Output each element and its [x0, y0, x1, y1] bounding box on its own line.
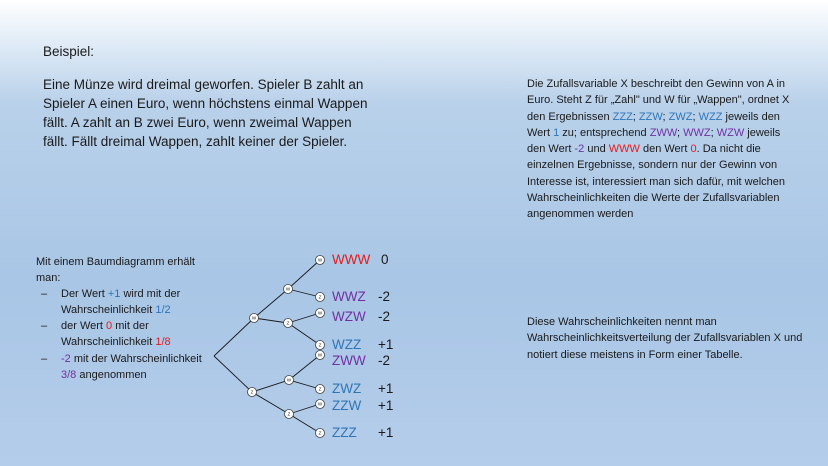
leaf-value: +1 [378, 398, 394, 413]
node-w: W [315, 255, 325, 265]
leaf-value: +1 [378, 381, 394, 396]
value-one: 1 [553, 126, 560, 139]
random-variable-description: Die Zufallsvariable X beschreibt den Gew… [527, 76, 799, 223]
summary-item-minus-two: –-2 mit der Wahrscheinlichkeit 3/8 angen… [36, 351, 211, 383]
node-z: Z [284, 409, 294, 419]
value-plus-one: +1 [107, 288, 121, 301]
outcome-zzz: ZZZ [612, 110, 633, 123]
text-part: angenommen [76, 368, 147, 381]
node-z: Z [315, 428, 325, 438]
leaf-label-zww: ZWW [332, 353, 366, 368]
text-part: . Da nicht die einzelnen Ergebnisse, son… [527, 143, 785, 221]
svg-text:W: W [318, 258, 323, 263]
svg-text:Z: Z [251, 390, 254, 395]
svg-text:W: W [318, 353, 323, 358]
text-part: Der Wert [61, 288, 108, 301]
summary-item-plus-one: –Der Wert +1 wird mit der Wahrscheinlich… [36, 286, 211, 318]
separator: ; [710, 126, 717, 139]
separator: ; [692, 110, 699, 123]
separator: ; [662, 110, 669, 123]
text-part: zu; entsprechend [559, 126, 650, 139]
svg-text:W: W [252, 316, 257, 321]
text-part: und [584, 143, 609, 156]
outcome-zzw: ZZW [638, 110, 663, 123]
separator: ; [632, 110, 639, 123]
svg-text:W: W [318, 402, 323, 407]
svg-text:W: W [287, 378, 292, 383]
text-part: jeweils den Wert [527, 110, 780, 139]
separator: ; [677, 126, 684, 139]
intro-paragraph: Eine Münze wird dreimal geworfen. Spiele… [43, 77, 368, 149]
outcome-zwz: ZWZ [668, 110, 693, 123]
svg-text:Z: Z [319, 431, 322, 436]
tree-summary: Mit einem Baumdiagramm erhält man: –Der … [36, 254, 211, 383]
node-w: W [315, 350, 325, 360]
leaf-label-wzw: WZW [332, 309, 366, 324]
dash-bullet: – [41, 352, 48, 365]
node-w: W [284, 375, 294, 385]
value-zero: 0 [690, 143, 697, 156]
node-w: W [283, 284, 293, 294]
text-part: jeweils den Wert [527, 126, 781, 156]
tree-summary-lead: Mit einem Baumdiagramm erhält man: [36, 256, 195, 285]
outcome-wwz: WWZ [683, 126, 711, 139]
text-part: Die Zufallsvariable X beschreibt den Gew… [527, 78, 790, 123]
leaf-value: -2 [378, 289, 391, 304]
probability-eighth: 1/8 [155, 336, 171, 349]
summary-item-zero: –der Wert 0 mit der Wahrscheinlichkeit 1… [36, 318, 211, 350]
text-part: mit der Wahrscheinlichkeit [70, 352, 202, 365]
probability-three-eighths: 3/8 [61, 368, 77, 381]
leaf-label-zzw: ZZW [332, 398, 362, 413]
probability-half: 1/2 [155, 304, 171, 317]
node-z: Z [315, 340, 325, 350]
leaf-value: -2 [378, 309, 391, 324]
node-w: W [315, 308, 325, 318]
outcome-www: WWW [608, 143, 640, 156]
leaf-value: 0 [381, 252, 389, 267]
node-z: Z [247, 387, 257, 397]
leaf-label-www: WWW [332, 252, 371, 267]
leaf-value: -2 [378, 353, 391, 368]
dash-bullet: – [41, 320, 48, 333]
leaf-label-wzz: WZZ [332, 337, 362, 352]
svg-text:Z: Z [288, 412, 291, 417]
svg-text:W: W [286, 287, 291, 292]
value-minus-two: -2 [574, 143, 585, 156]
svg-text:Z: Z [319, 295, 322, 300]
node-z: Z [315, 384, 325, 394]
leaf-label-zzz: ZZZ [332, 425, 357, 440]
node-w: W [249, 313, 259, 323]
svg-text:Z: Z [319, 387, 322, 392]
leaf-value: +1 [378, 337, 394, 352]
dash-bullet: – [41, 288, 48, 301]
text-part: der Wert [61, 320, 107, 333]
example-heading: Beispiel: [43, 44, 95, 59]
distribution-note: Diese Wahrscheinlichkeiten nennt man Wah… [527, 316, 803, 361]
value-minus-two: -2 [61, 352, 71, 365]
outcome-wzz: WZZ [698, 110, 723, 123]
leaf-value: +1 [378, 425, 394, 440]
svg-text:W: W [318, 311, 323, 316]
outcome-wzw: WZW [716, 126, 745, 139]
leaf-label-wwz: WWZ [332, 289, 366, 304]
text-part: wird mit der Wahrscheinlichkeit [61, 288, 181, 317]
node-z: Z [315, 292, 325, 302]
svg-text:Z: Z [319, 343, 322, 348]
node-z: Z [283, 318, 293, 328]
value-zero: 0 [106, 320, 113, 333]
leaf-label-zwz: ZWZ [332, 381, 362, 396]
outcome-zww: ZWW [649, 126, 678, 139]
text-part: mit der Wahrscheinlichkeit [61, 320, 156, 349]
text-part: den Wert [639, 143, 691, 156]
node-w: W [315, 399, 325, 409]
svg-text:Z: Z [287, 321, 290, 326]
